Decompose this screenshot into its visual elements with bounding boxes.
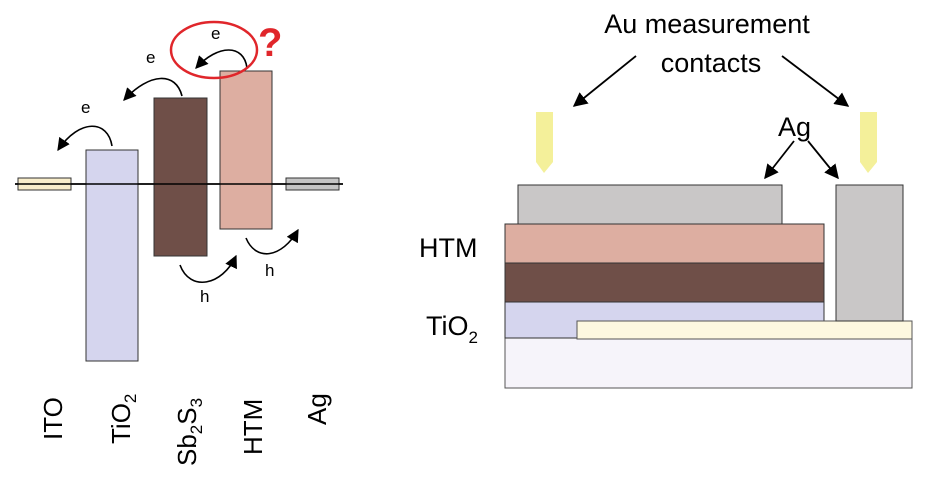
htm-layer: [504, 223, 825, 264]
contact-arrow-left: [572, 55, 637, 107]
electron-arrow-tio2-to-ito: [57, 125, 113, 152]
contacts-label-line1: Au measurement: [604, 9, 810, 39]
contact-arrow-right: [781, 55, 850, 107]
material-label-sb2s3: Sb2S3: [172, 398, 206, 466]
energy-level-diagram: ? e e e h h ITO TiO2 Sb2S3 HTM Ag: [15, 20, 343, 466]
material-label-ito: ITO: [38, 397, 68, 440]
device-cross-section: Au measurement contacts Ag HTM TiO2: [419, 9, 913, 389]
ag-side-electrode: [835, 184, 904, 322]
material-label-ag: Ag: [302, 393, 332, 425]
htm-band: [219, 70, 273, 230]
au-contact-left: [536, 112, 553, 173]
electron-label-1: e: [81, 98, 90, 117]
hole-label-2: h: [265, 261, 274, 280]
sb2s3-layer: [504, 262, 825, 303]
hole-label-1: h: [200, 287, 209, 306]
tio2-band: [85, 149, 139, 362]
ag-top-electrode: [517, 184, 783, 225]
ag-arrow-left: [764, 140, 795, 180]
tio2-layer-label: TiO2: [426, 311, 478, 347]
hole-arrow-htm-to-ag: [245, 228, 299, 255]
htm-layer-label: HTM: [419, 233, 477, 263]
ag-label: Ag: [778, 112, 811, 142]
au-contact-right: [860, 112, 877, 173]
substrate-layer: [504, 337, 913, 389]
question-highlight-circle: [169, 20, 259, 80]
hole-arrow-sb2s3-to-htm: [179, 254, 237, 283]
sb2s3-band: [153, 97, 208, 257]
ag-arrow-right: [807, 140, 839, 180]
question-mark: ?: [258, 21, 282, 65]
material-label-tio2: TiO2: [106, 394, 140, 444]
ito-layer: [576, 320, 913, 340]
electron-arrow-htm-to-sb2s3: [195, 49, 248, 69]
contacts-label-line2: contacts: [661, 48, 762, 78]
material-label-htm: HTM: [238, 399, 268, 455]
electron-label-2: e: [146, 48, 155, 67]
electron-label-3: e: [211, 24, 220, 43]
electron-arrow-sb2s3-to-tio2: [123, 77, 183, 101]
